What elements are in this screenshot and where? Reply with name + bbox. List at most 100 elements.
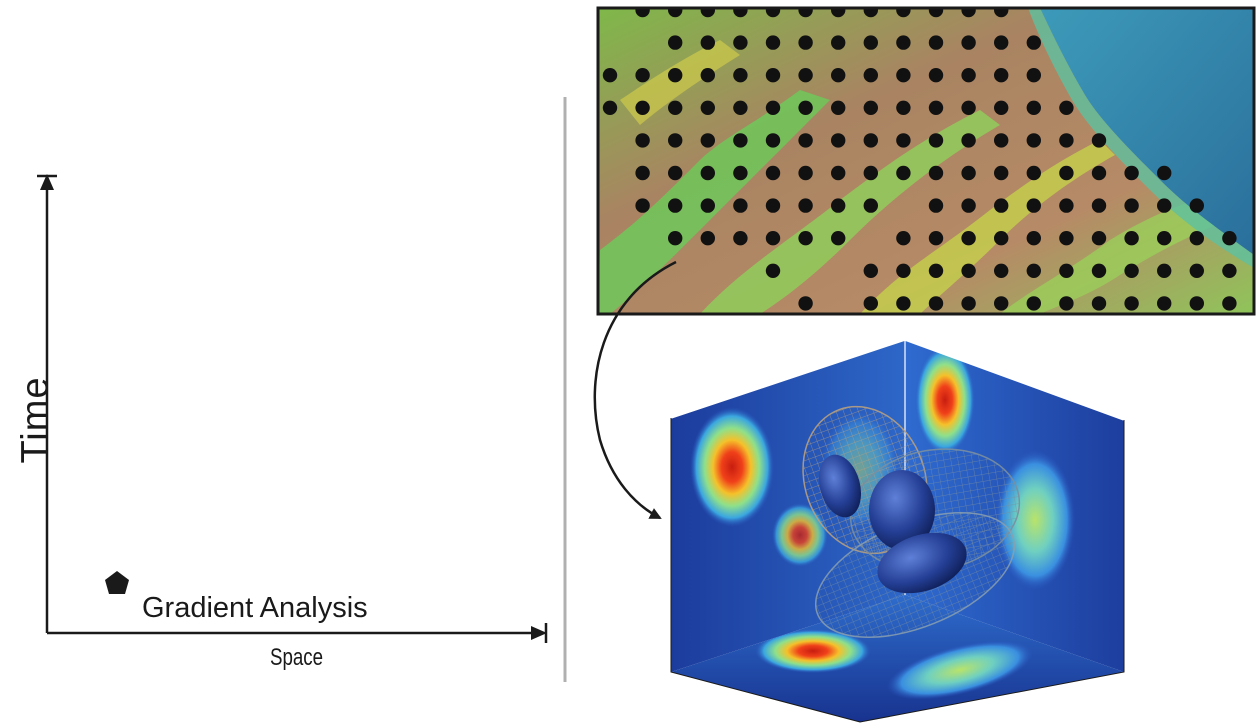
sample-dot-icon bbox=[994, 263, 1009, 278]
sample-dot-icon bbox=[798, 165, 813, 181]
sample-dot-icon bbox=[831, 8, 846, 18]
sample-dot-icon bbox=[700, 68, 715, 83]
sample-dot-icon bbox=[765, 133, 781, 148]
sample-dot-icon bbox=[668, 35, 683, 50]
sample-dot-icon bbox=[733, 8, 748, 18]
sample-dot-icon bbox=[1059, 231, 1074, 246]
sample-dot-icon bbox=[1091, 263, 1107, 278]
sample-dot-icon bbox=[994, 165, 1009, 181]
sample-dot-icon bbox=[668, 231, 683, 246]
sample-dot-icon bbox=[1026, 35, 1042, 50]
sample-dot-icon bbox=[733, 198, 748, 213]
sample-dot-icon bbox=[635, 68, 650, 83]
sample-dot-icon bbox=[896, 133, 911, 148]
sample-dot-icon bbox=[1091, 133, 1107, 148]
sample-dot-icon bbox=[1124, 263, 1139, 278]
sample-dot-icon bbox=[1222, 296, 1237, 311]
gradient-analysis-label: Gradient Analysis bbox=[142, 592, 368, 624]
sample-dot-icon bbox=[994, 8, 1009, 18]
sample-dot-icon bbox=[1026, 133, 1042, 148]
sample-dot-icon bbox=[733, 133, 748, 148]
sample-dot-icon bbox=[961, 198, 976, 213]
sample-dot-icon bbox=[831, 68, 846, 83]
sample-dot-icon bbox=[798, 198, 813, 213]
sample-dot-icon bbox=[863, 8, 878, 18]
sample-dot-icon bbox=[928, 133, 944, 148]
sample-dot-icon bbox=[733, 165, 748, 181]
sample-dot-icon bbox=[1026, 263, 1042, 278]
sample-dot-icon bbox=[928, 198, 944, 213]
sample-dot-icon bbox=[635, 133, 650, 148]
sample-dot-icon bbox=[896, 8, 911, 18]
sample-dot-icon bbox=[896, 231, 911, 246]
sample-dot-icon bbox=[831, 231, 846, 246]
sample-dot-icon bbox=[896, 263, 911, 278]
sample-dot-icon bbox=[733, 35, 748, 50]
sample-dot-icon bbox=[1124, 165, 1139, 181]
sample-dot-icon bbox=[961, 231, 976, 246]
sample-dot-icon bbox=[668, 100, 683, 116]
sample-dot-icon bbox=[1026, 68, 1042, 83]
sample-dot-icon bbox=[1157, 296, 1172, 311]
sample-dot-icon bbox=[863, 165, 878, 181]
sample-dot-icon bbox=[896, 296, 911, 311]
sample-dot-icon bbox=[1222, 263, 1237, 278]
sample-dot-icon bbox=[765, 198, 781, 213]
sample-dot-icon bbox=[928, 35, 944, 50]
sample-dot-icon bbox=[1189, 198, 1205, 213]
sample-dot-icon bbox=[961, 165, 976, 181]
sample-dot-icon bbox=[798, 8, 813, 18]
pentagon-marker-icon bbox=[105, 571, 129, 594]
curved-arrow-icon bbox=[593, 260, 677, 520]
sample-dot-icon bbox=[668, 133, 683, 148]
sample-dot-icon bbox=[1091, 296, 1107, 311]
sample-dot-icon bbox=[700, 133, 715, 148]
sample-dot-icon bbox=[1059, 100, 1074, 116]
sample-dot-grid bbox=[602, 8, 1237, 311]
sample-dot-icon bbox=[1157, 263, 1172, 278]
sample-dot-icon bbox=[1059, 165, 1074, 181]
sample-dot-icon bbox=[635, 100, 650, 116]
sample-dot-icon bbox=[961, 100, 976, 116]
sample-dot-icon bbox=[765, 100, 781, 116]
sample-dot-icon bbox=[1124, 296, 1139, 311]
sample-dot-icon bbox=[1026, 100, 1042, 116]
sample-dot-icon bbox=[961, 133, 976, 148]
sample-dot-icon bbox=[1157, 198, 1172, 213]
sample-dot-icon bbox=[863, 296, 878, 311]
sample-dot-icon bbox=[798, 35, 813, 50]
sample-dot-icon bbox=[863, 133, 878, 148]
sample-dot-icon bbox=[961, 68, 976, 83]
sample-dot-icon bbox=[1059, 198, 1074, 213]
sample-dot-icon bbox=[863, 263, 878, 278]
sample-dot-icon bbox=[994, 198, 1009, 213]
sample-dot-icon bbox=[635, 165, 650, 181]
sample-dot-icon bbox=[1189, 263, 1205, 278]
sample-dot-icon bbox=[961, 296, 976, 311]
sample-dot-icon bbox=[831, 133, 846, 148]
sample-dot-icon bbox=[928, 68, 944, 83]
sample-dot-icon bbox=[668, 165, 683, 181]
y-axis-label: Time bbox=[14, 376, 57, 464]
sample-dot-icon bbox=[765, 68, 781, 83]
sample-dot-icon bbox=[798, 68, 813, 83]
sample-dot-icon bbox=[994, 231, 1009, 246]
sample-dot-icon bbox=[928, 263, 944, 278]
sample-dot-icon bbox=[798, 231, 813, 246]
sample-dot-icon bbox=[635, 8, 650, 18]
sample-dot-icon bbox=[668, 198, 683, 213]
sample-dot-icon bbox=[700, 165, 715, 181]
sample-dot-icon bbox=[765, 263, 781, 278]
sample-dot-icon bbox=[928, 296, 944, 311]
arrow-head-icon bbox=[40, 174, 54, 190]
sample-dot-icon bbox=[733, 231, 748, 246]
sample-dot-icon bbox=[1059, 263, 1074, 278]
sample-dot-icon bbox=[1157, 231, 1172, 246]
sample-dot-icon bbox=[961, 8, 976, 18]
axis-system bbox=[37, 174, 548, 643]
volume-box bbox=[670, 339, 1125, 723]
sample-dot-icon bbox=[961, 35, 976, 50]
sample-dot-icon bbox=[1157, 165, 1172, 181]
arrow-head-icon bbox=[531, 626, 547, 640]
